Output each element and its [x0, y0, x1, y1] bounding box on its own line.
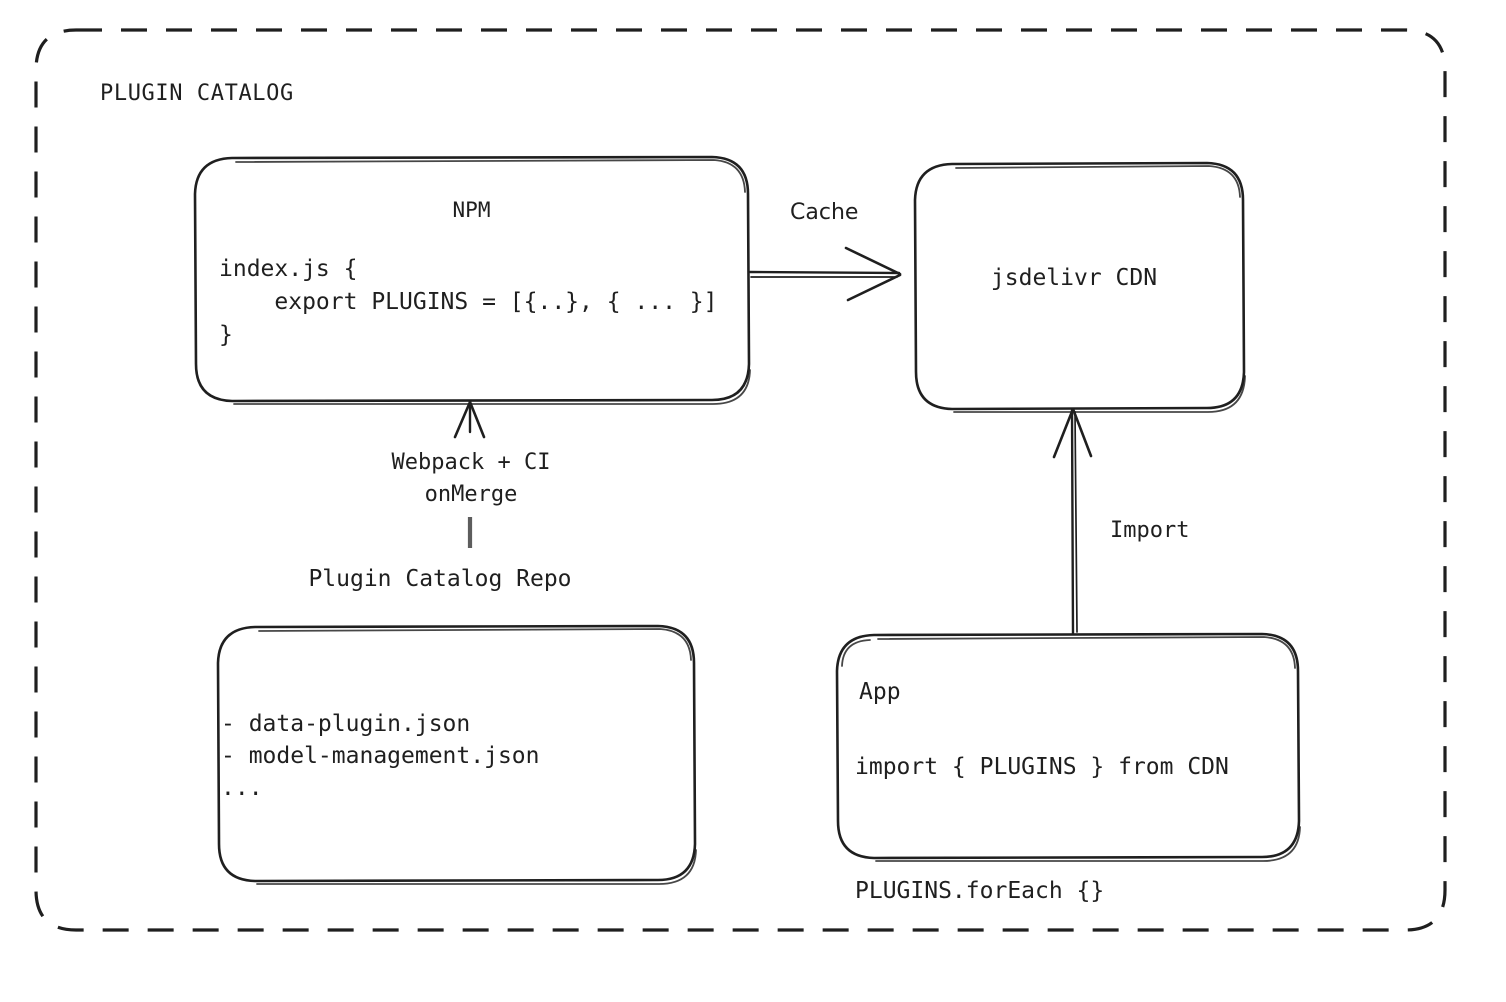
app-box-outline-sketch	[841, 636, 1301, 862]
cdn-box-outline	[913, 161, 1246, 411]
npm-box-code: index.js { export PLUGINS = [{..}, { ...…	[219, 256, 718, 348]
app-box-code: import { PLUGINS } from CDN PLUGINS.forE…	[855, 754, 1229, 904]
repo-box-outline-sketch	[256, 628, 697, 885]
repo-box-file-list: - data-plugin.json - model-management.js…	[221, 711, 540, 801]
import-connector	[1052, 407, 1093, 636]
build-connector	[453, 400, 486, 548]
app-box-title: App	[859, 679, 901, 705]
frame-title: PLUGIN CATALOG	[100, 81, 294, 106]
repo-box-caption: Plugin Catalog Repo	[308, 566, 572, 592]
plugin-catalog-frame	[34, 28, 1447, 932]
cdn-box-title: jsdelivr CDN	[990, 265, 1158, 291]
build-edge-label: Webpack + CI onMerge	[391, 450, 551, 507]
npm-box-outline-sketch	[233, 159, 751, 405]
npm-box-outline	[193, 155, 751, 403]
cache-connector	[748, 246, 902, 302]
import-edge-label: Import	[1110, 518, 1190, 543]
repo-box-outline	[216, 624, 697, 883]
cache-edge-label: Cache	[790, 200, 859, 225]
cdn-box-outline-sketch	[953, 165, 1246, 413]
app-box-outline	[835, 632, 1301, 860]
npm-box-title: NPM	[452, 198, 491, 222]
